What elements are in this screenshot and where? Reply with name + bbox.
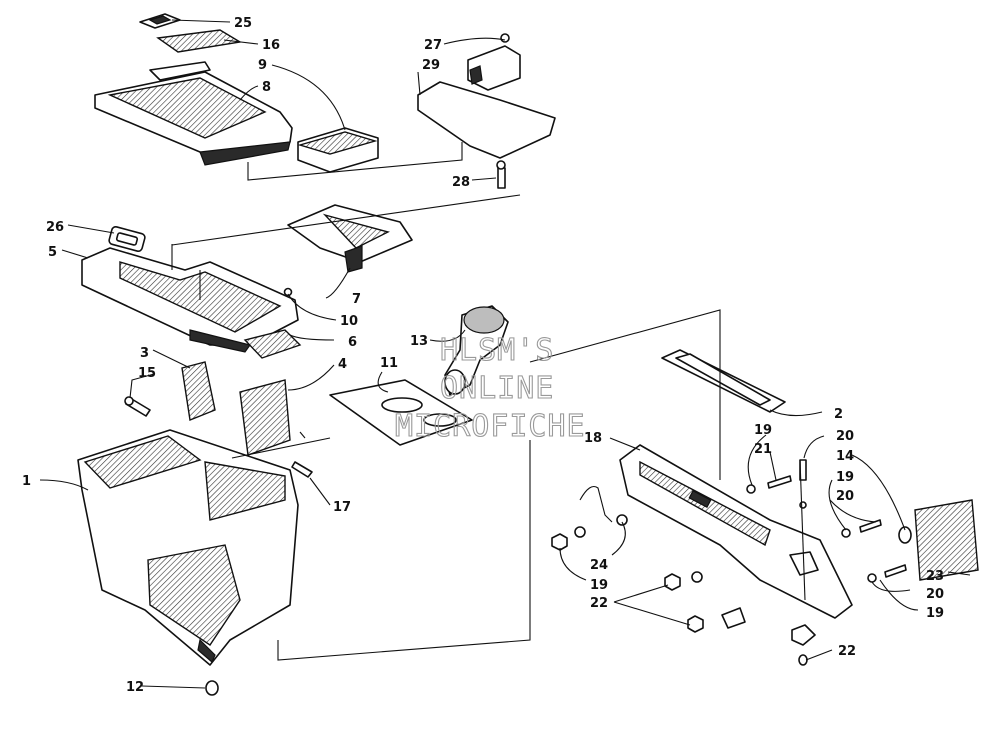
mount-bracket — [417, 81, 556, 159]
callout-20c: 20 — [926, 587, 944, 602]
callout-19d: 19 — [926, 606, 944, 621]
callout-4: 4 — [338, 357, 347, 372]
bolt-17 — [291, 461, 313, 478]
assembly-guides — [171, 142, 806, 661]
callout-24: 24 — [590, 558, 608, 573]
callout-11: 11 — [380, 356, 398, 371]
callout-27: 27 — [424, 38, 442, 53]
callout-20b: 20 — [836, 489, 854, 504]
callout-19a: 19 — [754, 423, 772, 438]
callout-26: 26 — [46, 220, 64, 235]
airbox-lower — [77, 429, 299, 666]
callout-1: 1 — [22, 474, 31, 489]
callout-5: 5 — [48, 245, 57, 260]
airbox-cover — [94, 61, 293, 166]
callout-7: 7 — [352, 292, 361, 307]
cover-filter-screen — [156, 29, 243, 53]
fasteners — [551, 459, 912, 666]
callout-12: 12 — [126, 680, 144, 695]
sensor — [283, 287, 293, 297]
bolt-15 — [124, 396, 151, 417]
callout-15: 15 — [138, 366, 156, 381]
bracket-bolt — [496, 160, 506, 189]
callout-29: 29 — [422, 58, 440, 73]
callout-21: 21 — [754, 442, 772, 457]
callout-16: 16 — [262, 38, 280, 53]
foam-pad-large — [239, 379, 291, 456]
foam-pad-small — [181, 361, 216, 421]
callout-9: 9 — [258, 58, 267, 73]
intake-hose — [287, 204, 413, 273]
duct-plate — [329, 379, 473, 446]
outlet-flange — [243, 329, 302, 359]
callout-3: 3 — [140, 346, 149, 361]
intake-housing — [619, 444, 853, 619]
callout-13: 13 — [410, 334, 428, 349]
callout-18: 18 — [584, 431, 602, 446]
callout-25: 25 — [234, 16, 252, 31]
callout-20a: 20 — [836, 429, 854, 444]
airbox-gasket — [108, 226, 146, 252]
callout-labels: 25 16 9 8 27 29 28 26 5 7 10 6 13 11 3 1… — [22, 16, 944, 695]
filter-element — [297, 127, 379, 173]
mount-clip — [579, 485, 628, 526]
relay-module — [467, 33, 521, 91]
callout-19b: 19 — [836, 470, 854, 485]
callout-22a: 22 — [590, 596, 608, 611]
intake-duct — [444, 305, 509, 396]
housing-seal — [661, 349, 786, 413]
callout-6: 6 — [348, 335, 357, 350]
watermark-line1: HLSM'S — [440, 333, 554, 368]
drain-plug — [205, 680, 219, 696]
callout-17: 17 — [333, 500, 351, 515]
watermark-line3: MICROFICHE — [395, 409, 586, 444]
watermark-line2: ONLINE — [440, 371, 554, 406]
watermark: HLSM'S ONLINE MICROFICHE — [394, 332, 586, 444]
callout-leaders — [39, 19, 971, 689]
callout-10: 10 — [340, 314, 358, 329]
cover-seal — [139, 13, 181, 29]
callout-28: 28 — [452, 175, 470, 190]
callout-22b: 22 — [838, 644, 856, 659]
callout-14: 14 — [836, 449, 854, 464]
callout-19c: 19 — [590, 578, 608, 593]
filter-panel — [914, 499, 979, 581]
callout-8: 8 — [262, 80, 271, 95]
callout-23: 23 — [926, 569, 944, 584]
callout-2: 2 — [834, 407, 843, 422]
